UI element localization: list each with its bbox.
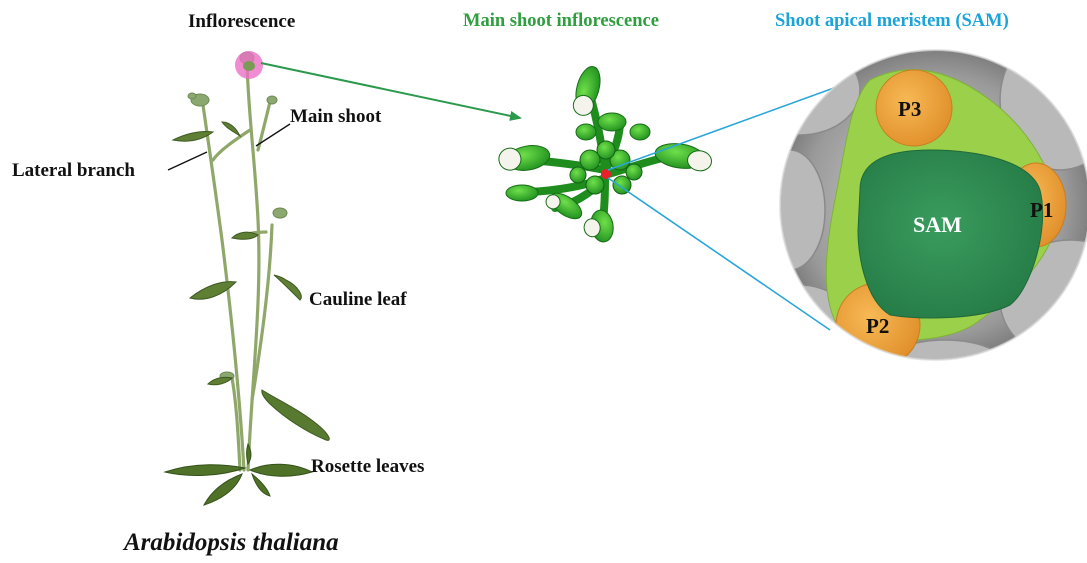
sam-center-label: SAM [913, 212, 962, 237]
p3-label: P3 [898, 97, 921, 121]
inflorescence-label: Inflorescence [188, 12, 295, 31]
sam-micrograph: SAM P3 P1 P2 [740, 30, 1087, 390]
sam-title: Shoot apical meristem (SAM) [775, 12, 1009, 31]
main-shoot-stem [247, 62, 259, 470]
meristem-center-dot [601, 169, 611, 179]
p2-label: P2 [866, 314, 889, 338]
lateral-branch-label: Lateral branch [12, 161, 135, 180]
branch-stem-2 [252, 225, 272, 400]
species-name: Arabidopsis thaliana [124, 530, 339, 555]
pointer-lines [168, 124, 290, 170]
cauline-leaf-label: Cauline leaf [309, 290, 407, 309]
main-shoot-label: Main shoot [290, 107, 381, 126]
main-shoot-inflorescence-title: Main shoot inflorescence [463, 12, 659, 31]
inflorescence-image [497, 64, 713, 245]
p1-label: P1 [1030, 198, 1053, 222]
rosette-leaves-label: Rosette leaves [311, 457, 424, 476]
